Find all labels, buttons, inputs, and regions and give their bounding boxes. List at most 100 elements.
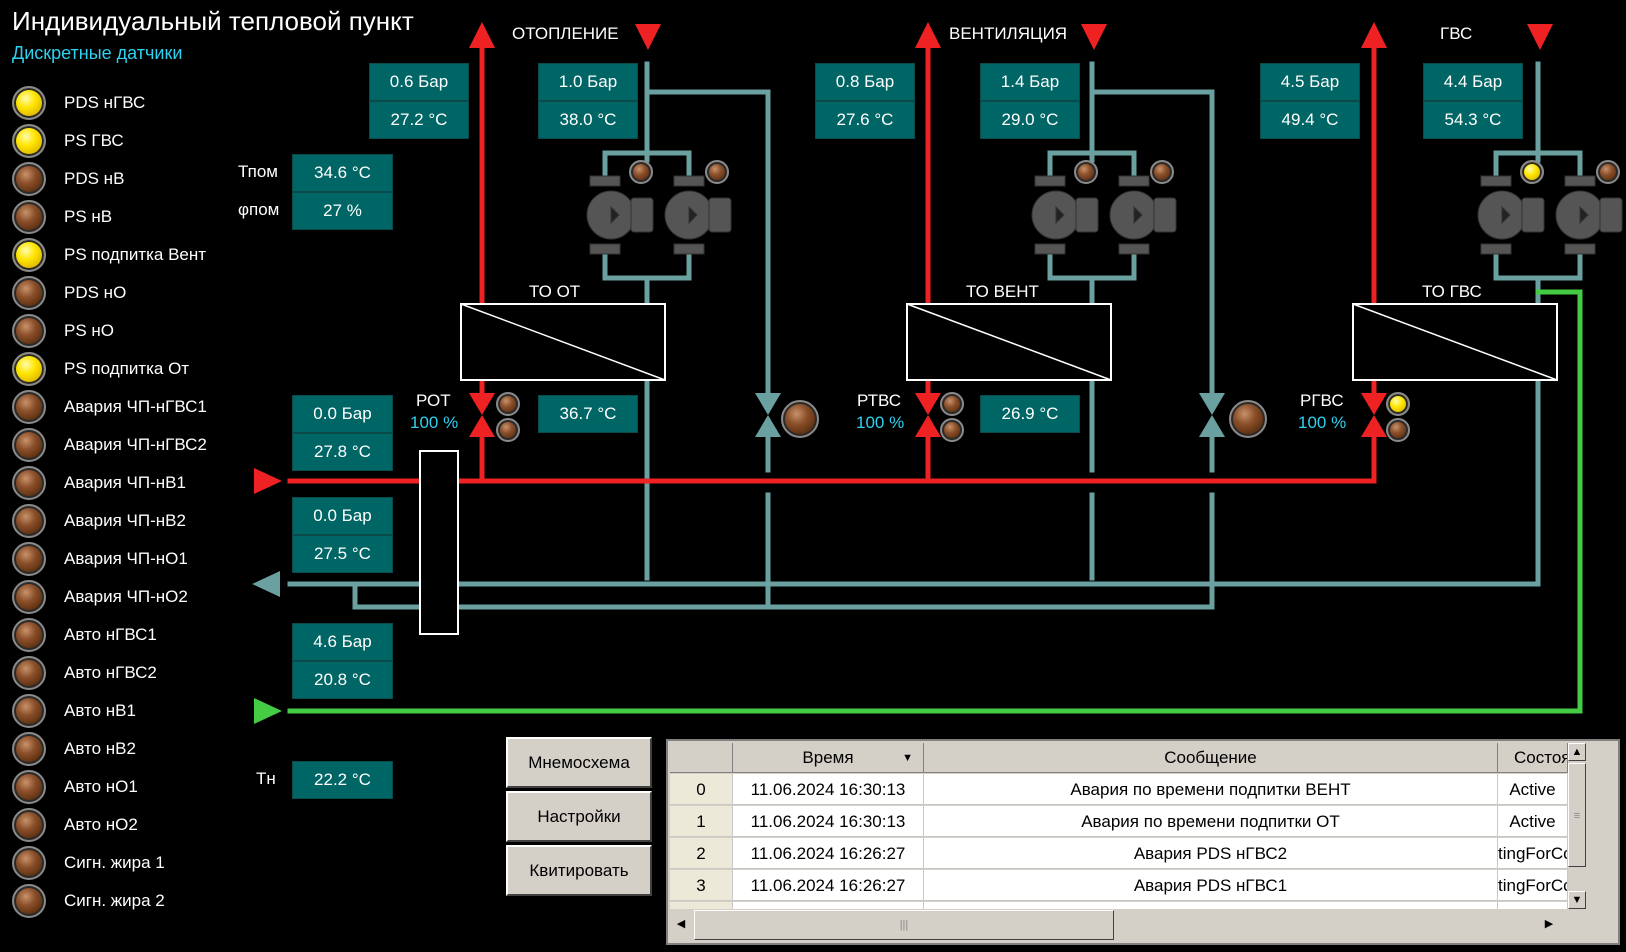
sensor-label: Авто нВ1 [64,701,136,720]
sensor-status-lamp [12,428,46,462]
heating-supply-arrow-icon [469,22,495,48]
row-time: 11.06.2024 16:26:27 [733,838,924,869]
pump-vent-2-status-lamp [1150,160,1174,184]
sensor-label: PDS нО [64,283,127,302]
valve-rtvs-closed-lamp [940,418,964,442]
inlet-supply-temp: 27.8 °С [292,433,393,471]
table-header-time[interactable]: Время ▼ [733,743,924,773]
valve-rtvs-icon[interactable] [915,393,941,437]
room-humidity-label: φпом [238,200,280,219]
scroll-down-icon[interactable]: ▼ [1568,891,1586,909]
sensor-status-lamp [12,656,46,690]
scroll-left-icon[interactable]: ◀ [676,918,686,930]
sensor-label: PS нВ [64,207,113,226]
pump-heating-2-icon[interactable] [664,175,732,255]
outdoor-temp-label: Тн [256,769,276,788]
heating-supply-pressure: 0.6 Бар [369,63,469,101]
valve-rtvs-label: РТВС [857,391,902,410]
sensor-status-lamp [12,504,46,538]
scroll-up-icon[interactable]: ▲ [1568,743,1586,761]
table-header-state[interactable]: Состояни [1498,743,1568,773]
pump-vent-1-icon[interactable] [1031,175,1099,255]
bypass-valve-heating-icon[interactable] [755,393,781,437]
valve-rtvs-open-lamp [940,392,964,416]
dhw-return-temp: 54.3 °С [1423,101,1523,139]
pump-vent-2-icon[interactable] [1109,175,1177,255]
room-temp-label: Тпом [238,162,278,181]
pump-dhw-1-icon[interactable] [1477,175,1545,255]
sensor-label: Авто нВ2 [64,739,136,758]
alarm-table[interactable]: Время ▼ Сообщение Состояни 011.06.2024 1… [666,739,1620,945]
valve-rgvs-label: РГВС [1300,391,1344,410]
row-index: 3 [670,870,733,901]
valve-rot-percent: 100 % [410,413,459,432]
row-time: 11.06.2024 16:30:13 [733,774,924,805]
horizontal-scrollbar[interactable]: ◀ ||| ▶ [670,909,1586,941]
scroll-right-icon[interactable]: ▶ [1544,918,1554,930]
vent-return-pressure: 1.4 Бар [980,63,1080,101]
bypass-valve-vent-icon[interactable] [1199,393,1225,437]
hx-heating-label: ТО ОТ [529,282,581,301]
sensor-label: Авария ЧП-нО2 [64,587,188,606]
mnemo-button[interactable]: Мнемосхема [506,737,652,788]
pump-heating-1-icon[interactable] [586,175,654,255]
row-state: tingForConf [1498,838,1568,869]
pump-heating-2-status-lamp [705,160,729,184]
valve-rgvs-icon[interactable] [1361,393,1387,437]
return-pipes [287,61,1583,610]
table-header-message[interactable]: Сообщение [924,743,1498,773]
row-index: 1 [670,806,733,837]
sensor-label: Авто нГВС2 [64,663,157,682]
sensor-status-lamp [12,200,46,234]
sensor-label: PS подпитка Вент [64,245,207,264]
hydraulic-separator [419,450,459,635]
vent-return-temp: 29.0 °С [980,101,1080,139]
cold-water-pressure: 4.6 Бар [292,623,393,661]
acknowledge-button[interactable]: Квитировать [506,845,652,896]
vent-supply-pressure: 0.8 Бар [815,63,915,101]
dhw-supply-temp: 49.4 °С [1260,101,1360,139]
vent-supply-arrow-icon [915,22,941,48]
sensor-label: Сигн. жира 2 [64,891,165,910]
pump-dhw-1-status-lamp [1520,160,1544,184]
row-message: Авария по времени подпитки ОТ [924,806,1498,837]
sensor-status-lamp [12,542,46,576]
bypass-valve-vent-lamp [1229,400,1267,438]
heating-return-pressure: 1.0 Бар [538,63,638,101]
bypass-valve-heating-lamp [781,400,819,438]
sensor-status-lamp [12,352,46,386]
row-index: 0 [670,774,733,805]
valve-rot-closed-lamp [496,418,520,442]
vertical-scroll-thumb[interactable]: ≡ [1568,763,1586,867]
dhw-supply-arrow-icon [1361,22,1387,48]
heat-exchanger-dhw [1352,303,1558,381]
heating-return-arrow-icon [635,24,661,50]
vent-return-arrow-icon [1081,24,1107,50]
vertical-scrollbar[interactable]: ▲ ≡ ▼ [1568,743,1586,909]
sort-chevron-down-icon[interactable]: ▼ [902,752,913,764]
settings-button[interactable]: Настройки [506,791,652,842]
row-message: Авария PDS нГВС1 [924,870,1498,901]
horizontal-scroll-thumb[interactable]: ||| [694,910,1114,940]
sensor-label: PS подпитка От [64,359,190,378]
sensor-status-lamp [12,580,46,614]
sensor-label: PS нО [64,321,115,340]
pump-dhw-2-icon[interactable] [1555,175,1623,255]
sensor-status-lamp [12,162,46,196]
valve-rot-icon[interactable] [469,393,495,437]
sensor-label: Авария ЧП-нГВС1 [64,397,207,416]
valve-rgvs-open-lamp [1386,392,1410,416]
heating-after-hx-temp: 36.7 °С [538,395,638,433]
valve-rot-label: РОТ [416,391,451,410]
sensor-label: Авто нГВС1 [64,625,157,644]
vent-after-hx-temp: 26.9 °С [980,395,1080,433]
sensor-label: Авто нО1 [64,777,138,796]
sensor-label: Авария ЧП-нГВС2 [64,435,207,454]
row-state: Active [1498,774,1568,805]
heat-exchanger-heating [460,303,666,381]
sensor-label: Авария ЧП-нВ2 [64,511,186,530]
